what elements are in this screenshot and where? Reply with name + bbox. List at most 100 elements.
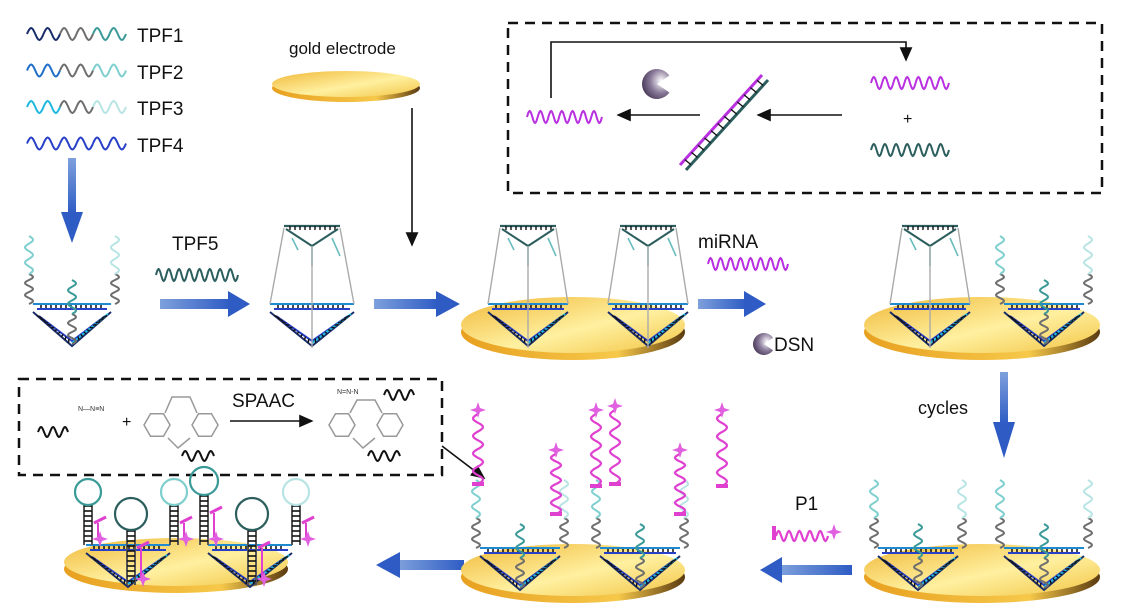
strand-arm xyxy=(1038,557,1050,589)
spaac-to-probe-arrow xyxy=(441,445,486,479)
fluorophore-star-icon xyxy=(135,571,151,587)
fluorophore-star-icon xyxy=(826,524,842,540)
spaac-plus: + xyxy=(122,414,131,431)
p1-probe xyxy=(470,402,486,486)
strand-arm-tip xyxy=(994,479,1006,519)
open-tetrahedron xyxy=(590,479,690,592)
fluorophore-star-icon xyxy=(300,531,316,547)
released-mirna-strand xyxy=(526,109,603,125)
fluorophore-star-icon xyxy=(607,398,623,414)
gold-electrode-label: gold electrode xyxy=(289,39,396,58)
strand-arm xyxy=(1082,517,1094,549)
strand-arm xyxy=(956,517,968,549)
azide-group: N—N≡N xyxy=(78,406,104,413)
strand-arm-tip xyxy=(514,523,526,559)
dsn-enzyme-icon xyxy=(753,333,774,356)
tpf5-label: TPF5 xyxy=(172,234,218,255)
hairpin-loop xyxy=(281,477,316,547)
fluorophore-star-icon xyxy=(672,442,688,458)
dsn-label: DSN xyxy=(774,335,814,356)
tpf5-arrow xyxy=(160,291,250,317)
legend-strand-tpf4 xyxy=(26,136,127,151)
benzene-ring xyxy=(143,412,171,438)
mirna-arrow xyxy=(698,291,766,317)
tetrahedron-probe-closed xyxy=(889,224,971,348)
legend-strand-tpf2 xyxy=(26,63,127,78)
fluorophore-star-icon xyxy=(208,531,224,547)
dbco-molecule xyxy=(143,396,219,463)
p1-probe xyxy=(672,442,688,516)
open-tetrahedron xyxy=(994,235,1094,348)
strand-arm xyxy=(514,557,526,589)
strand-arm xyxy=(470,517,482,549)
dsn-enzyme-icon xyxy=(642,69,670,100)
mirna-strand xyxy=(870,75,950,91)
strand-arm xyxy=(1038,313,1050,345)
tetrahedron-base xyxy=(1003,547,1085,592)
p1-label: P1 xyxy=(795,494,818,515)
recycle-arrow xyxy=(550,41,913,98)
tetrahedron-apex xyxy=(269,224,355,348)
p1-probe-legend xyxy=(772,524,842,543)
product-strand xyxy=(383,388,415,402)
legend: TPF1 TPF2 TPF3 TPF4 xyxy=(26,26,184,157)
strand-arm-tip xyxy=(66,279,78,315)
dna-rna-duplex xyxy=(678,73,770,172)
final-signal-electrode xyxy=(73,465,316,589)
hairpin-loop xyxy=(234,496,272,587)
mirna-strand xyxy=(707,256,789,272)
strand-arm xyxy=(868,517,880,549)
strand-arm-tip xyxy=(994,235,1006,275)
target-strand xyxy=(870,142,950,158)
tetrahedron-apex xyxy=(889,224,971,348)
spaac-box xyxy=(17,377,444,477)
strand-arm xyxy=(912,557,924,589)
spaac-label: SPAAC xyxy=(232,391,295,412)
fluorophore-star-icon xyxy=(548,442,564,458)
tetrahedron-base xyxy=(599,547,681,592)
legend-label-tpf2: TPF2 xyxy=(137,63,183,84)
open-tetrahedron xyxy=(470,479,570,592)
mirna-label: miRNA xyxy=(698,232,758,253)
strand-arm xyxy=(1082,273,1094,305)
strand-arm-tip xyxy=(956,479,968,519)
legend-label-tpf1: TPF1 xyxy=(137,26,183,47)
benzene-ring xyxy=(191,412,219,438)
cycles-label: cycles xyxy=(918,398,968,418)
benzene-ring xyxy=(376,412,404,438)
fluorophore-star-icon xyxy=(256,571,272,587)
hairpin-loop xyxy=(113,496,151,587)
gold-electrode-icon xyxy=(272,71,420,102)
tpf-down-arrow xyxy=(61,158,83,243)
benzene-ring xyxy=(328,412,356,438)
triazole-group: N=N-N xyxy=(337,389,359,396)
strand-arm-tip xyxy=(23,235,35,275)
fluorophore-star-icon xyxy=(178,531,194,547)
legend-label-tpf3: TPF3 xyxy=(137,99,183,120)
fluorophore-star-icon xyxy=(92,531,108,547)
azide-strand xyxy=(37,425,69,439)
p1-probe xyxy=(548,442,564,516)
legend-strand-tpf1 xyxy=(26,26,127,42)
strand-arm-tip xyxy=(1038,523,1050,559)
legend-strand-tpf3 xyxy=(26,99,127,115)
tetrahedron-apex xyxy=(487,224,569,348)
strand-arm xyxy=(109,273,121,305)
spaac-inset: SPAAC + N—N≡N N=N-N xyxy=(17,377,444,477)
strand-arm xyxy=(558,517,570,549)
cycles-down-arrow xyxy=(993,372,1015,458)
open-tetrahedron xyxy=(994,479,1094,592)
strand-arm xyxy=(590,517,602,549)
gold-electrode-disk xyxy=(461,297,685,360)
tetrahedron-probe-closed xyxy=(487,224,569,348)
final-arrow xyxy=(376,552,464,578)
p1-probe xyxy=(607,398,623,486)
strand-arm-tip xyxy=(558,479,570,519)
open-tetrahedron xyxy=(868,479,968,592)
tetrahedron-probe-closed xyxy=(607,224,689,348)
tetrahedron-base xyxy=(32,303,112,348)
p1-probe xyxy=(714,402,730,488)
product-strand xyxy=(367,449,401,463)
p1-arrow xyxy=(760,557,852,583)
